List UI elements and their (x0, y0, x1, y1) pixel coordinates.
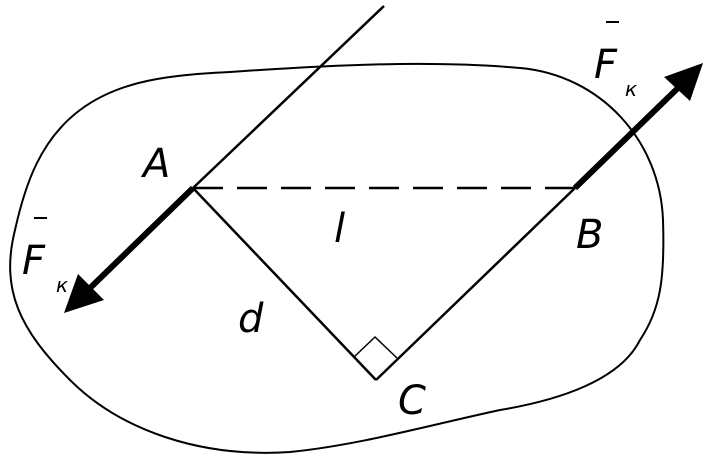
label-force-left: F (22, 238, 46, 284)
line-of-action-a (192, 5, 385, 189)
force-arrow-right-shaft (572, 83, 683, 191)
force-arrow-left-shaft (85, 185, 196, 293)
label-distance-d: d (238, 296, 264, 342)
label-force-right: F (594, 42, 618, 88)
label-length-l: l (334, 206, 345, 252)
force-arrow-left-head (64, 274, 104, 313)
label-point-a: A (140, 141, 170, 187)
right-angle-marker (353, 335, 398, 359)
force-arrow-right-head (664, 63, 703, 101)
segment-cb (375, 187, 576, 381)
label-force-right-sub: к (625, 77, 637, 101)
label-point-b: B (576, 212, 603, 258)
body-outline (9, 62, 665, 454)
segment-ac (192, 187, 377, 381)
label-force-left-sub: к (56, 273, 68, 297)
label-point-c: C (398, 378, 426, 424)
